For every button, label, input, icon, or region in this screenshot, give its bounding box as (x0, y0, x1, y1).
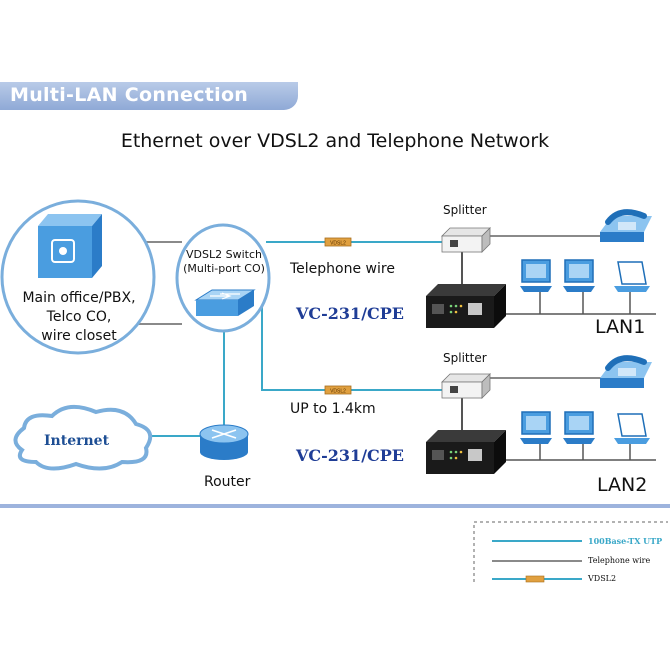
splitter-bottom-icon (441, 373, 491, 399)
lan2-label: LAN2 (597, 474, 648, 496)
cpe-top-label: VC-231/CPE (296, 304, 404, 323)
vdsl-tag-bottom: VDSL2 (324, 385, 352, 395)
vdsl-tag-top: VDSL2 (324, 237, 352, 247)
computer-icon (520, 259, 552, 292)
computer-icon (520, 411, 552, 444)
computer-icon (563, 411, 595, 444)
distance-label: UP to 1.4km (290, 401, 376, 417)
laptop-icon (614, 413, 650, 444)
divider-bar (0, 504, 670, 508)
lan1-label: LAN1 (595, 316, 646, 338)
telephone-wire-label: Telephone wire (290, 261, 395, 277)
switch-label: VDSL2 Switch (Multi-port CO) (176, 248, 272, 276)
switch-label-line: VDSL2 Switch (186, 248, 262, 261)
pbx-box-icon (38, 214, 102, 278)
cpe-bottom-label: VC-231/CPE (296, 446, 404, 465)
router-icon (199, 424, 249, 460)
office-label-line: Main office/PBX, (22, 290, 136, 306)
svg-text:VDSL2: VDSL2 (330, 389, 346, 395)
laptop-icon (614, 261, 650, 292)
computer-icon (563, 259, 595, 292)
router-label: Router (204, 474, 251, 490)
office-label-line: Telco CO, (46, 309, 112, 325)
switch-label-line: (Multi-port CO) (183, 262, 265, 275)
cpe-top-device (426, 284, 506, 328)
vdsl-line-bottom (261, 290, 442, 391)
cpe-bottom-device (426, 430, 506, 474)
switch-icon (194, 289, 256, 316)
legend-vdsl-label: VDSL2 (588, 574, 617, 583)
telephone-top-icon (600, 209, 652, 242)
telephone-bottom-icon (600, 355, 652, 388)
header-title: Multi-LAN Connection (10, 84, 249, 106)
legend-utp-label: 100Base-TX UTP (588, 536, 663, 546)
legend (473, 521, 668, 583)
legend-phone-label: Telephone wire (588, 556, 651, 565)
internet-cloud (13, 404, 153, 471)
splitter-bottom-label: Splitter (443, 351, 487, 365)
svg-text:VDSL2: VDSL2 (330, 241, 346, 247)
internet-label: Internet (44, 433, 110, 449)
office-label-line: wire closet (41, 328, 117, 344)
splitter-top-icon (441, 227, 491, 253)
diagram-title: Ethernet over VDSL2 and Telephone Networ… (120, 130, 550, 152)
splitter-top-label: Splitter (443, 203, 487, 217)
header-bar (0, 82, 298, 110)
office-label: Main office/PBX, Telco CO, wire closet (4, 289, 154, 346)
